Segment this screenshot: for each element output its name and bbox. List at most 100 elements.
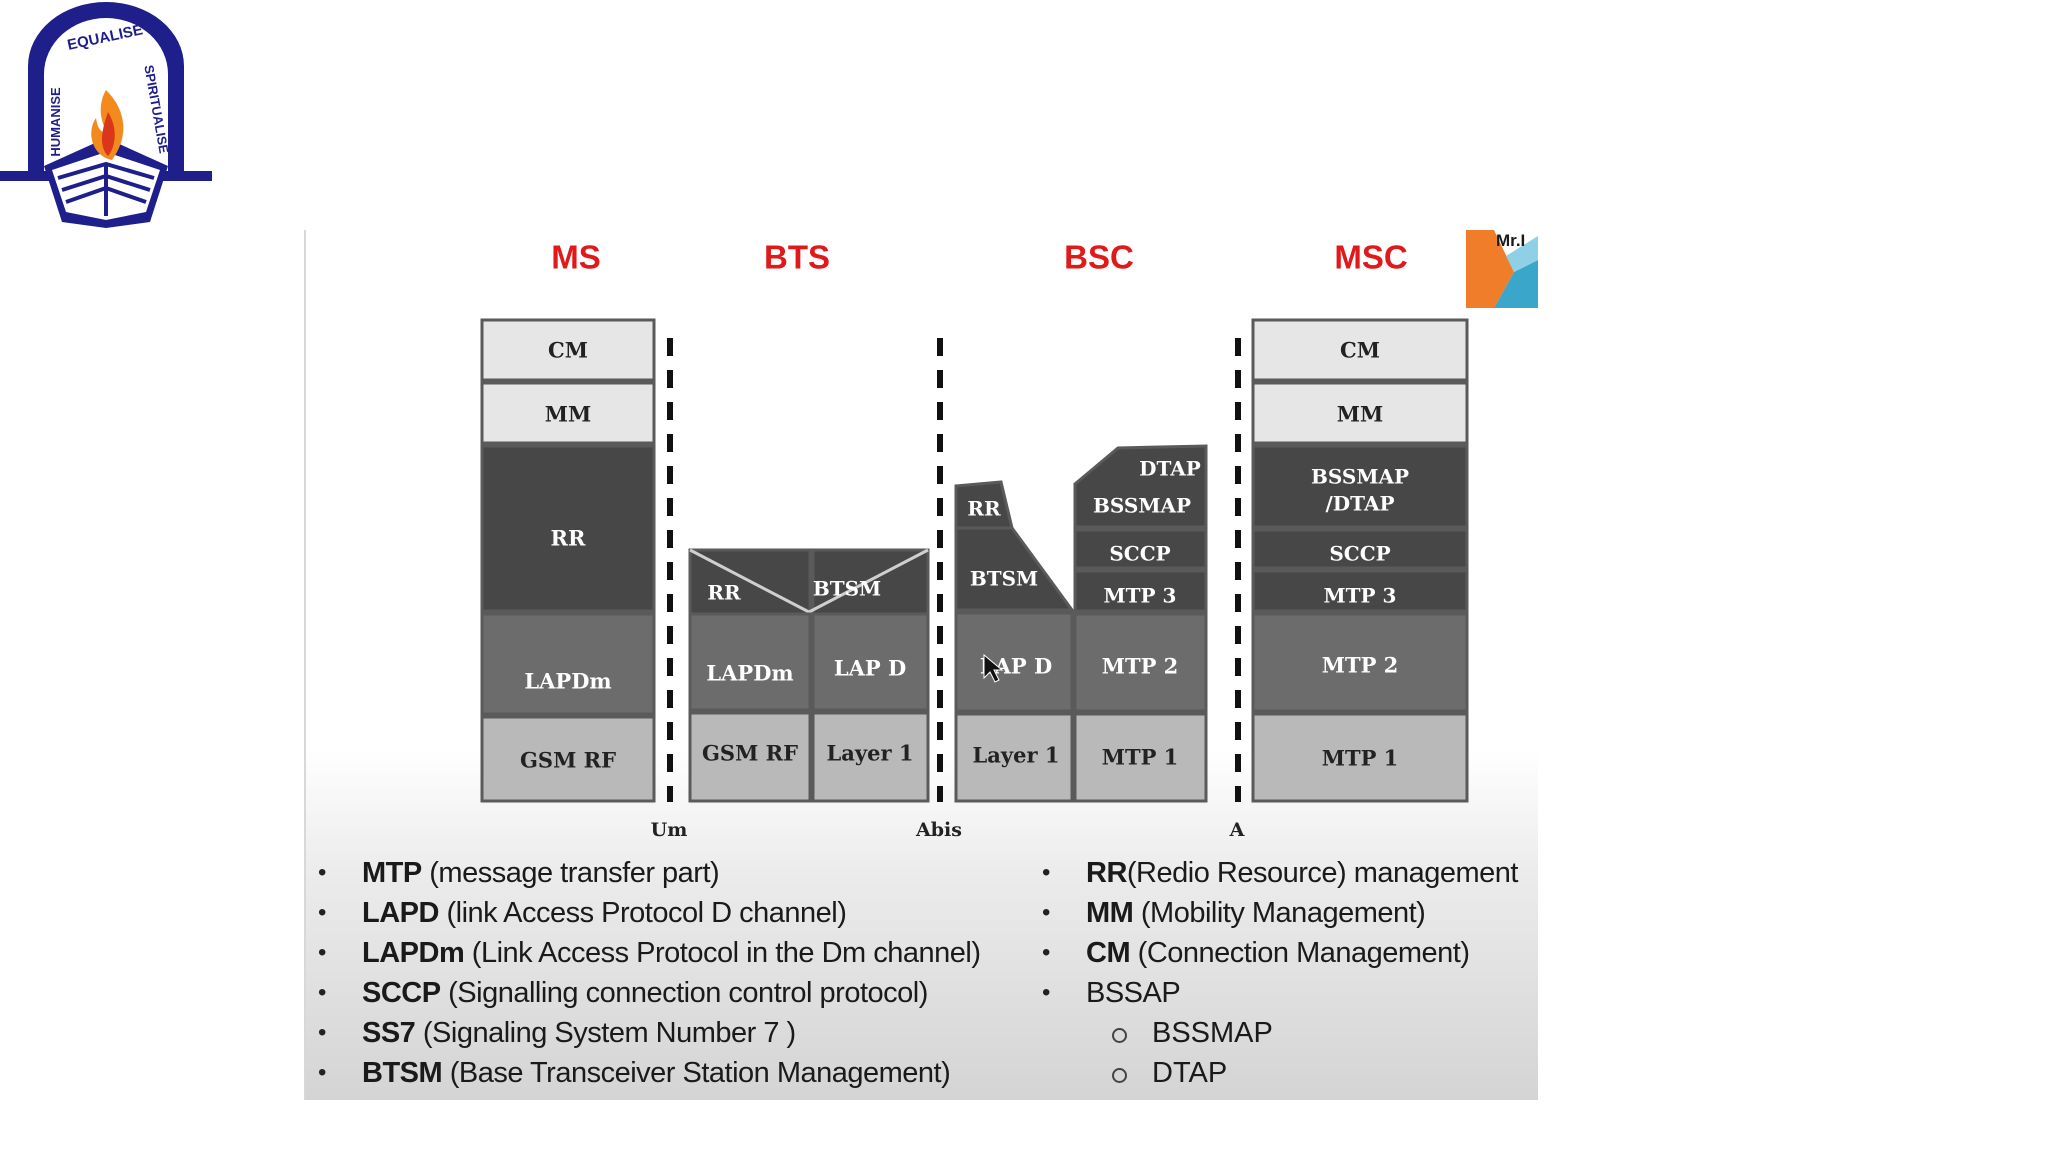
bsc-mtp2-label: MTP 2 [1102, 654, 1179, 679]
bsc-sccp-block [1073, 528, 1208, 570]
legend-description: (Signaling System Number 7 ) [415, 1017, 796, 1049]
bsc-mtp2-block [1073, 612, 1208, 713]
institution-logo: EQUALISE HUMANISE SPIRITUALISE [0, 2, 212, 228]
legend-item-left-5: BTSM (Base Transceiver Station Managemen… [316, 1053, 980, 1093]
channel-watermark-logo: Mr.I [1466, 230, 1538, 308]
legend-term: LAPD [362, 897, 439, 929]
entity-title-bts: BTS [764, 239, 830, 276]
legend-term: SS7 [362, 1017, 416, 1049]
legend-item-right-1: MM (Mobility Management) [1040, 893, 1518, 933]
bts-lapdm-label: LAPDm [706, 661, 793, 686]
bts-btsm-label: BTSM [813, 577, 881, 601]
bsc-lapd-block [954, 611, 1074, 713]
msc-sccp-label: SCCP [1329, 542, 1390, 566]
bsc-mtp3-block [1073, 569, 1208, 613]
bsc-layer1-label: Layer 1 [973, 743, 1060, 768]
legend-term: BTSM [362, 1057, 443, 1089]
bsc-mtp3-label: MTP 3 [1104, 584, 1177, 608]
legend-item-right-0: RR(Redio Resource) management [1040, 853, 1518, 893]
ms-rr-label: RR [551, 526, 586, 551]
slide-left-edge [304, 230, 306, 1100]
msc-mtp1-block [1251, 712, 1469, 803]
bsc-rr-label: RR [967, 497, 1001, 521]
msc-bssmap-label: BSSMAP [1311, 465, 1409, 489]
ms-rr-block [480, 444, 656, 613]
bts-lapd-label: LAP D [834, 656, 906, 681]
entity-title-bsc: BSC [1064, 239, 1134, 276]
legend-item-left-4: SS7 (Signaling System Number 7 ) [316, 1013, 980, 1053]
legend-description: (Link Access Protocol in the Dm channel) [464, 937, 981, 969]
bsc-layer1-block [954, 712, 1074, 803]
msc-mtp2-label: MTP 2 [1322, 653, 1399, 678]
ms-gsmrf-label: GSM RF [520, 748, 616, 773]
mouse-cursor-icon [983, 653, 1004, 683]
ms-mm-label: MM [545, 402, 592, 427]
bts-split-lines [689, 548, 929, 614]
bts-rr-label: RR [707, 581, 741, 605]
legend-term: MTP [362, 857, 422, 889]
msc-sccp-block [1251, 528, 1469, 570]
ms-lapdm-block [480, 612, 656, 716]
bsc-bssap-block [1073, 444, 1208, 529]
watermark-text: Mr.I [1496, 231, 1525, 250]
entity-title-ms: MS [551, 239, 601, 276]
bsc-dtap-label: DTAP [1139, 457, 1201, 481]
msc-mtp1-label: MTP 1 [1322, 746, 1399, 771]
ms-lapdm-label: LAPDm [524, 669, 611, 694]
msc-mm-block [1251, 381, 1469, 445]
msc-mm-label: MM [1337, 402, 1384, 427]
bsc-mtp1-block [1073, 712, 1208, 803]
msc-bssap-block [1251, 444, 1469, 529]
bsc-btsm-label: BTSM [970, 567, 1038, 591]
legend-description: (Redio Resource) management [1126, 857, 1519, 889]
legend-item-left-2: LAPDm (Link Access Protocol in the Dm ch… [316, 933, 981, 973]
legend-subitem-0: BSSMAP [1040, 1013, 1518, 1053]
legend-term: RR [1086, 857, 1127, 889]
legend-item-right-2: CM (Connection Management) [1040, 933, 1518, 973]
legend-description: (Mobility Management) [1133, 897, 1426, 929]
msc-cm-label: CM [1340, 338, 1380, 363]
legend-description: (message transfer part) [421, 857, 720, 889]
ms-cm-label: CM [548, 338, 588, 363]
msc-cm-block [1251, 318, 1469, 382]
bsc-btsm-block [954, 526, 1075, 612]
legend-description: (Signalling connection control protocol) [440, 977, 928, 1009]
ms-cm-block [480, 318, 656, 382]
legend-item-left-0: MTP (message transfer part) [316, 853, 980, 893]
msc-mtp3-label: MTP 3 [1324, 584, 1397, 608]
interface-label-a: A [1229, 819, 1245, 841]
bts-gsmrf-block [688, 711, 812, 803]
legend-description: (Connection Management) [1130, 937, 1470, 969]
legend-description: BSSAP [1086, 977, 1181, 1009]
logo-left-text: HUMANISE [48, 87, 63, 157]
legend-item-left-1: LAPD (link Access Protocol D channel) [316, 893, 980, 933]
bts-lapdm-block [688, 612, 812, 712]
legend-description: (Base Transceiver Station Management) [442, 1057, 951, 1089]
msc-dtap-label: /DTAP [1326, 492, 1395, 516]
legend-item-right-3: BSSAP [1040, 973, 1518, 1013]
bsc-bssmap-label: BSSMAP [1093, 494, 1191, 518]
bts-lapd-block [811, 612, 930, 712]
msc-mtp2-block [1251, 612, 1469, 713]
bts-layer1-block [811, 711, 930, 803]
legend-description: (link Access Protocol D channel) [438, 897, 847, 929]
bts-layer1-label: Layer 1 [827, 741, 914, 766]
legend-subitem-1: DTAP [1040, 1053, 1518, 1093]
bsc-sccp-label: SCCP [1109, 542, 1170, 566]
interface-label-um: Um [651, 819, 688, 841]
legend-left-list: MTP (message transfer part)LAPD (link Ac… [316, 853, 981, 1093]
legend-term: CM [1086, 937, 1131, 969]
ms-gsmrf-block [480, 715, 656, 803]
legend-term: SCCP [362, 977, 441, 1009]
legend-item-left-3: SCCP (Signalling connection control prot… [316, 973, 980, 1013]
legend-term: LAPDm [362, 937, 465, 969]
interface-label-abis: Abis [915, 819, 962, 841]
bts-gsmrf-label: GSM RF [702, 741, 798, 766]
legend-term: MM [1086, 897, 1134, 929]
entity-title-msc: MSC [1334, 239, 1407, 276]
msc-mtp3-block [1251, 569, 1469, 613]
bsc-mtp1-label: MTP 1 [1102, 745, 1179, 770]
ms-mm-block [480, 381, 656, 445]
